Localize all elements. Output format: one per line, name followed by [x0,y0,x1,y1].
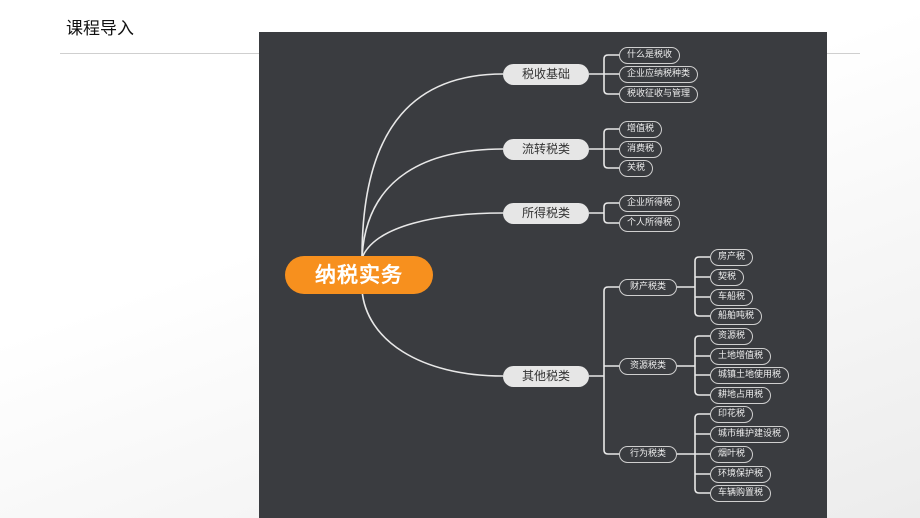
leaf-node[interactable]: 个人所得税 [619,215,681,232]
leaf-node[interactable]: 耕地占用税 [710,387,772,404]
leaf-node[interactable]: 税收征收与管理 [619,86,699,103]
leaf-node[interactable]: 增值税 [619,121,663,138]
leaf-node[interactable]: 资源税 [710,328,754,345]
branch-income-tax[interactable]: 所得税类 [503,203,589,224]
branch-turnover-tax[interactable]: 流转税类 [503,139,589,160]
leaf-node[interactable]: 土地增值税 [710,348,772,365]
leaf-node[interactable]: 关税 [619,160,654,177]
leaf-node[interactable]: 企业所得税 [619,195,681,212]
leaf-node[interactable]: 什么是税收 [619,47,681,64]
page-title: 课程导入 [66,19,134,39]
leaf-node[interactable]: 城镇土地使用税 [710,367,790,384]
group-resource-tax[interactable]: 资源税类 [619,358,677,375]
leaf-node[interactable]: 城市维护建设税 [710,426,790,443]
mindmap-root[interactable]: 纳税实务 [285,256,433,294]
leaf-node[interactable]: 车船税 [710,289,754,306]
leaf-node[interactable]: 企业应纳税种类 [619,66,699,83]
group-property-tax[interactable]: 财产税类 [619,279,677,296]
leaf-node[interactable]: 消费税 [619,141,663,158]
branch-tax-basics[interactable]: 税收基础 [503,64,589,85]
leaf-node[interactable]: 印花税 [710,406,754,423]
leaf-node[interactable]: 船舶吨税 [710,308,763,325]
leaf-node[interactable]: 车辆购置税 [710,485,772,502]
leaf-node[interactable]: 房产税 [710,249,754,266]
leaf-node[interactable]: 烟叶税 [710,446,754,463]
leaf-node[interactable]: 契税 [710,269,745,286]
leaf-node[interactable]: 环境保护税 [710,466,772,483]
branch-other-tax[interactable]: 其他税类 [503,366,589,387]
group-behavior-tax[interactable]: 行为税类 [619,446,677,463]
